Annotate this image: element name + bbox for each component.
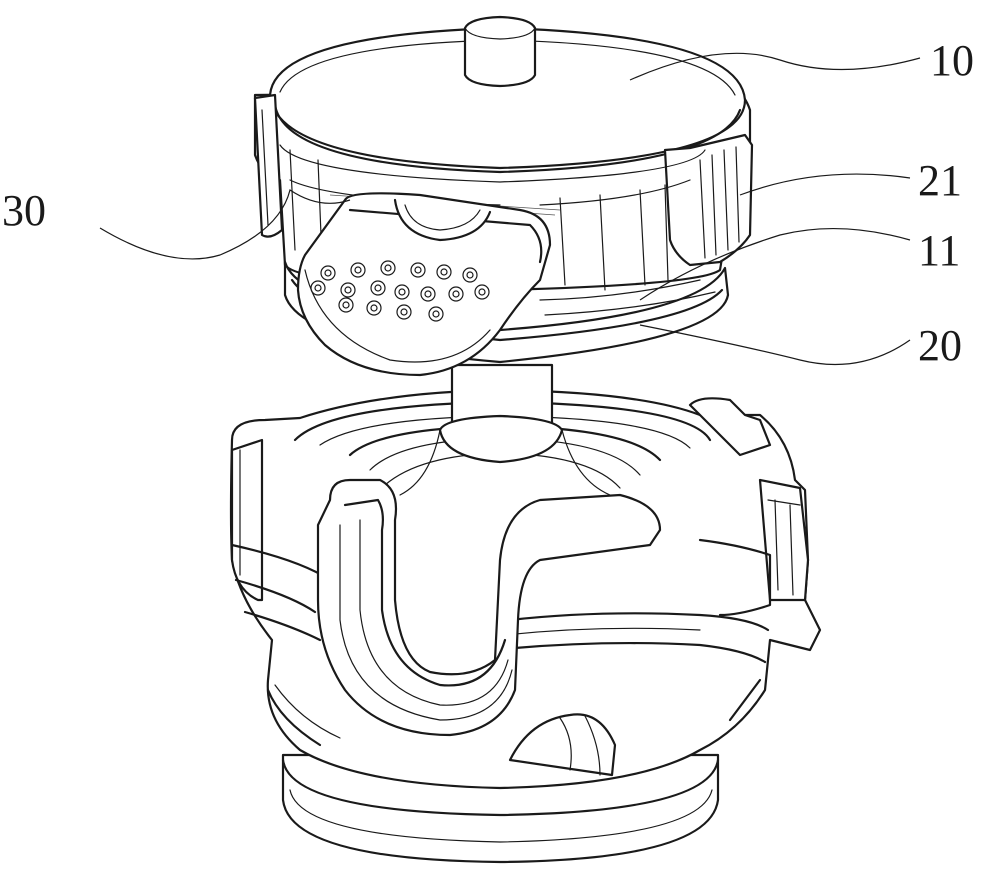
- leader-10: [629, 52, 921, 81]
- label-20: 20: [918, 321, 962, 370]
- label-10: 10: [930, 36, 974, 85]
- leader-lines: [99, 52, 921, 366]
- base-disc: [281, 753, 720, 864]
- leader-30: [99, 189, 351, 260]
- leader-21: [739, 173, 911, 196]
- ball-head-body: [229, 388, 822, 790]
- leader-11: [639, 227, 911, 301]
- leader-20: [639, 324, 911, 366]
- lock-lever: [296, 192, 552, 377]
- ball-stem: [399, 363, 611, 496]
- label-30: 30: [2, 186, 46, 235]
- label-11: 11: [918, 226, 960, 275]
- lever-grip-dots: [310, 260, 490, 322]
- reference-numerals: 10 21 30 11 20: [2, 36, 974, 370]
- label-21: 21: [918, 156, 962, 205]
